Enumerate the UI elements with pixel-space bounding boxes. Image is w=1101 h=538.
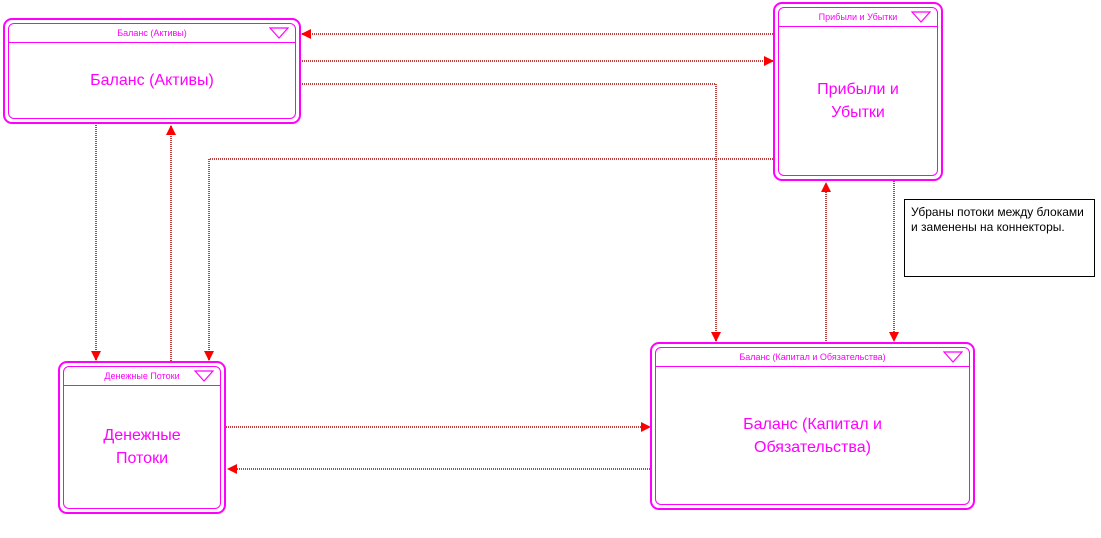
block-cashflow[interactable]: Денежные Потоки Денежные Потоки [58, 361, 226, 514]
block-assets-title: Баланс (Активы) [90, 72, 214, 89]
block-pnl-frame: Прибыли и Убытки Прибыли и Убытки [778, 7, 938, 176]
block-pnl[interactable]: Прибыли и Убытки Прибыли и Убытки [773, 2, 943, 181]
chevron-down-icon[interactable] [943, 351, 963, 363]
block-cashflow-header: Денежные Потоки [64, 367, 220, 386]
block-liabilities[interactable]: Баланс (Капитал и Обязательства) Баланс … [650, 342, 975, 510]
annotation-note-text: Убраны потоки между блоками и заменены н… [911, 205, 1084, 234]
connector-pnl-to-cashflow [204, 158, 775, 361]
block-pnl-header-label: Прибыли и Убытки [818, 12, 898, 22]
chevron-down-icon[interactable] [269, 27, 289, 39]
block-liabilities-header: Баланс (Капитал и Обязательства) [656, 348, 969, 367]
block-assets-header-label: Баланс (Активы) [117, 28, 187, 38]
block-liabilities-frame: Баланс (Капитал и Обязательства) Баланс … [655, 347, 970, 505]
block-assets[interactable]: Баланс (Активы) Баланс (Активы) [3, 18, 301, 124]
chevron-down-icon[interactable] [911, 11, 931, 23]
chevron-down-icon[interactable] [194, 370, 214, 382]
block-cashflow-title: Денежные Потоки [103, 427, 181, 467]
block-liabilities-header-label: Баланс (Капитал и Обязательства) [739, 352, 886, 362]
block-assets-frame: Баланс (Активы) Баланс (Активы) [8, 23, 296, 119]
block-liabilities-title: Баланс (Капитал и Обязательства) [743, 415, 882, 456]
block-assets-header: Баланс (Активы) [9, 24, 295, 43]
block-pnl-title: Прибыли и Убытки [817, 81, 899, 121]
annotation-note[interactable]: Убраны потоки между блоками и заменены н… [904, 199, 1095, 277]
block-cashflow-frame: Денежные Потоки Денежные Потоки [63, 366, 221, 509]
block-pnl-header: Прибыли и Убытки [779, 8, 937, 27]
block-cashflow-header-label: Денежные Потоки [104, 371, 180, 381]
connector-assets-to-liabilities [302, 83, 721, 342]
